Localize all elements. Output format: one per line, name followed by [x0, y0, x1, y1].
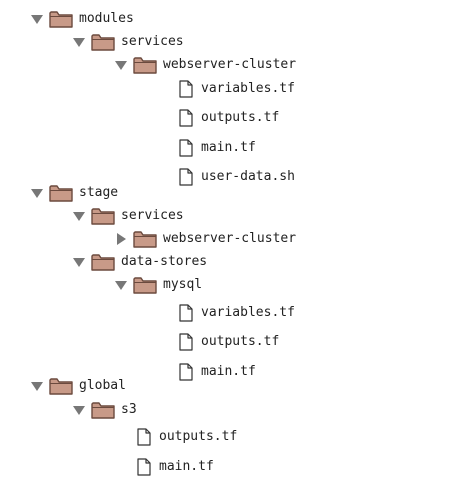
- folder-icon: [133, 230, 157, 248]
- folder-name: webserver-cluster: [163, 57, 297, 72]
- folder-name: mysql: [163, 277, 203, 292]
- file-icon: [179, 168, 193, 186]
- collapse-arrow-icon[interactable]: [71, 402, 87, 418]
- file-name: outputs.tf: [159, 429, 238, 444]
- folder-name: s3: [121, 402, 137, 417]
- file-name: main.tf: [201, 364, 256, 379]
- file-icon: [179, 139, 193, 157]
- folder-icon: [91, 33, 115, 51]
- folder-row-stage[interactable]: stage: [29, 182, 118, 204]
- file-name: variables.tf: [201, 81, 295, 96]
- file-name: user-data.sh: [201, 169, 295, 184]
- file-icon: [137, 428, 151, 446]
- folder-name: data-stores: [121, 254, 208, 269]
- folder-icon: [91, 253, 115, 271]
- folder-icon: [49, 377, 73, 395]
- file-icon: [179, 333, 193, 351]
- folder-row-mysql[interactable]: mysql: [113, 274, 202, 296]
- folder-row-modules[interactable]: modules: [29, 8, 134, 30]
- collapse-arrow-icon[interactable]: [29, 378, 45, 394]
- file-row-outputs-tf[interactable]: outputs.tf: [137, 426, 237, 448]
- folder-name: modules: [79, 11, 134, 26]
- file-row-main-tf[interactable]: main.tf: [137, 456, 214, 478]
- file-row-user-data-sh[interactable]: user-data.sh: [179, 166, 295, 188]
- file-row-main-tf[interactable]: main.tf: [179, 361, 256, 383]
- file-icon: [137, 458, 151, 476]
- folder-name: global: [79, 378, 126, 393]
- collapse-arrow-icon[interactable]: [71, 34, 87, 50]
- folder-icon: [91, 207, 115, 225]
- file-row-outputs-tf[interactable]: outputs.tf: [179, 331, 279, 353]
- collapse-arrow-icon[interactable]: [113, 57, 129, 73]
- file-row-variables-tf[interactable]: variables.tf: [179, 302, 295, 324]
- collapse-arrow-icon[interactable]: [29, 11, 45, 27]
- file-name: outputs.tf: [201, 110, 280, 125]
- collapse-arrow-icon[interactable]: [71, 208, 87, 224]
- file-row-main-tf[interactable]: main.tf: [179, 137, 256, 159]
- folder-icon: [49, 10, 73, 28]
- folder-icon: [49, 184, 73, 202]
- file-name: main.tf: [201, 140, 256, 155]
- folder-icon: [133, 56, 157, 74]
- folder-icon: [133, 276, 157, 294]
- folder-name: stage: [79, 185, 119, 200]
- folder-row-data-stores[interactable]: data-stores: [71, 251, 207, 273]
- file-row-variables-tf[interactable]: variables.tf: [179, 78, 295, 100]
- folder-row-global[interactable]: global: [29, 375, 126, 397]
- file-row-outputs-tf[interactable]: outputs.tf: [179, 107, 279, 129]
- file-icon: [179, 363, 193, 381]
- folder-row-webserver-cluster[interactable]: webserver-cluster: [113, 228, 296, 250]
- file-icon: [179, 80, 193, 98]
- folder-name: webserver-cluster: [163, 231, 297, 246]
- folder-row-webserver-cluster[interactable]: webserver-cluster: [113, 54, 296, 76]
- file-icon: [179, 304, 193, 322]
- collapse-arrow-icon[interactable]: [71, 254, 87, 270]
- collapse-arrow-icon[interactable]: [29, 185, 45, 201]
- folder-icon: [91, 401, 115, 419]
- folder-name: services: [121, 208, 184, 223]
- folder-row-services[interactable]: services: [71, 205, 184, 227]
- folder-row-services[interactable]: services: [71, 31, 184, 53]
- folder-row-s3[interactable]: s3: [71, 399, 137, 421]
- collapse-arrow-icon[interactable]: [113, 277, 129, 293]
- file-name: outputs.tf: [201, 334, 280, 349]
- folder-name: services: [121, 34, 184, 49]
- file-name: main.tf: [159, 459, 214, 474]
- expand-arrow-icon[interactable]: [113, 231, 129, 247]
- file-icon: [179, 109, 193, 127]
- file-name: variables.tf: [201, 305, 295, 320]
